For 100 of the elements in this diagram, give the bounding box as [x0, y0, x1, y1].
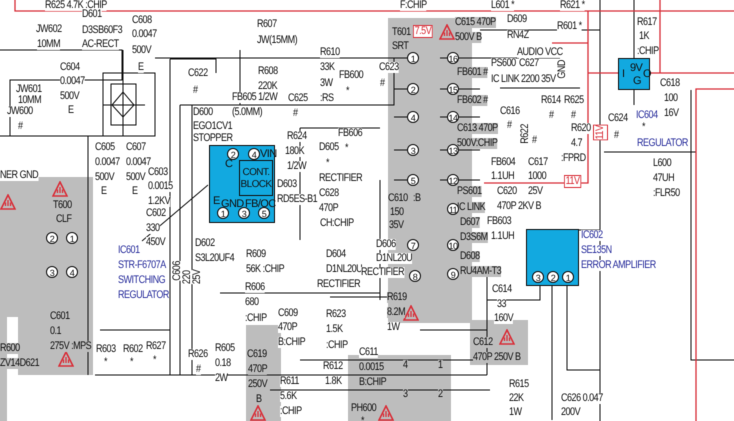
component-label: 8.2M	[387, 307, 406, 318]
component-label: C623	[379, 62, 399, 73]
component-label: FB601 #	[457, 67, 488, 78]
component-label: FB600	[339, 70, 364, 81]
component-label: D3SB60F3	[82, 25, 122, 36]
component-label: RU4AM-T3	[460, 266, 502, 277]
component-label: L601 *	[491, 0, 514, 11]
component-label: 0.1	[50, 326, 62, 337]
pin-label: C	[225, 159, 232, 170]
component-label: D609	[507, 14, 527, 25]
component-label: :CHIP	[326, 340, 348, 351]
ic-block	[209, 145, 275, 223]
component-label: JW(15MM)	[257, 35, 298, 46]
component-label: C626 0.047	[561, 393, 603, 404]
component-label: R612	[323, 361, 343, 372]
component-label: EGO1CV1	[193, 121, 232, 132]
component-label: L600	[653, 158, 672, 169]
component-label: JW602	[36, 24, 62, 35]
pin-label: 9V	[630, 63, 642, 74]
component-label: #	[293, 108, 298, 119]
component-label: D3S6M	[460, 232, 488, 243]
component-label: 0.0047	[60, 76, 85, 87]
component-label: 10MM	[18, 95, 42, 106]
component-label: R624	[287, 131, 307, 142]
component-label: D603	[277, 179, 297, 190]
component-label: 0.18	[215, 358, 231, 369]
voltage-tag: 7.5V	[413, 25, 433, 38]
component-label: 1.1UH	[491, 231, 514, 242]
voltage-tag: 11V	[593, 124, 608, 140]
component-label: 470P	[319, 203, 338, 214]
component-label: 0.0047	[95, 157, 120, 168]
component-label: CH:CHIP	[320, 218, 354, 229]
component-label: 33	[497, 299, 506, 310]
component-label: 1.5K	[326, 324, 343, 335]
component-label: E	[132, 186, 138, 197]
component-label: 330	[146, 223, 160, 234]
component-label: JW600	[7, 106, 33, 117]
component-label: 180K	[285, 146, 304, 157]
component-label: C618	[660, 78, 680, 89]
component-label: 0.0047	[126, 157, 151, 168]
component-label: :CHIP	[637, 46, 659, 57]
component-label: D1NL20U	[376, 253, 412, 264]
component-label: 220K	[258, 81, 278, 92]
component-label: R622	[520, 124, 531, 144]
component-label: R623	[326, 309, 346, 320]
component-label: 33K	[320, 62, 335, 73]
component-label: R600	[0, 343, 20, 354]
component-label: B:CHIP	[278, 337, 306, 348]
component-label: T601	[392, 27, 411, 38]
component-label: C624	[608, 113, 628, 124]
pin-number: 1	[217, 207, 229, 219]
component-label: :B	[413, 193, 421, 204]
component-label: 1K	[639, 31, 650, 42]
component-label: 2W	[215, 373, 228, 384]
component-label: 1.8K	[325, 376, 342, 387]
component-label: 56K :CHIP	[246, 264, 284, 275]
component-label: 1W	[509, 407, 522, 418]
component-label: #	[18, 121, 23, 132]
component-label: 2200 35V	[521, 74, 556, 85]
component-label: CLF	[56, 214, 72, 225]
ic-label: SWITCHING	[118, 275, 166, 286]
component-label: C607	[126, 142, 146, 153]
ic-label: IC604	[636, 110, 658, 121]
component-label: B:CHIP	[359, 377, 386, 388]
component-label: R626	[188, 349, 208, 360]
component-label: 3	[403, 389, 408, 400]
component-label: 47UH	[653, 173, 674, 184]
ic-label: IC602	[581, 230, 603, 241]
component-label: 150	[390, 207, 404, 218]
component-label: R615	[509, 379, 529, 390]
component-label: JW601	[16, 84, 42, 95]
component-label: NER GND	[0, 170, 38, 181]
component-label: S3L20UF4	[195, 253, 234, 264]
component-label: 500V	[126, 172, 146, 183]
component-label: R607	[257, 19, 277, 30]
component-label: 25V	[528, 186, 543, 197]
component-label: C609	[278, 308, 298, 319]
component-label: 4.7	[571, 138, 582, 149]
component-label: D604	[326, 249, 346, 260]
component-label: C625	[288, 93, 308, 104]
component-label: 100	[664, 93, 678, 104]
component-label: RD5ES-B1	[277, 194, 318, 205]
component-label: D1NL20U	[326, 264, 362, 275]
component-label: FB605 1/2W	[232, 92, 278, 103]
component-label: :RS	[320, 93, 334, 104]
component-label: 2	[438, 389, 443, 400]
component-label: FB604	[491, 157, 516, 168]
component-label: C622	[188, 68, 208, 79]
component-label: C617	[528, 157, 548, 168]
component-label: 0.0015	[359, 362, 384, 373]
component-label: 16V	[664, 108, 679, 119]
component-label: R619	[387, 292, 407, 303]
regulator-block	[618, 58, 650, 90]
component-label: 0.0047	[132, 29, 157, 40]
pin-number: 5	[258, 207, 270, 219]
component-label: F:CHIP	[400, 0, 427, 11]
component-label: 0.0015	[148, 181, 173, 192]
component-label: 450V	[146, 237, 166, 248]
component-label: 500V:CHIP	[457, 138, 498, 149]
component-label: C613 470P	[457, 123, 498, 134]
